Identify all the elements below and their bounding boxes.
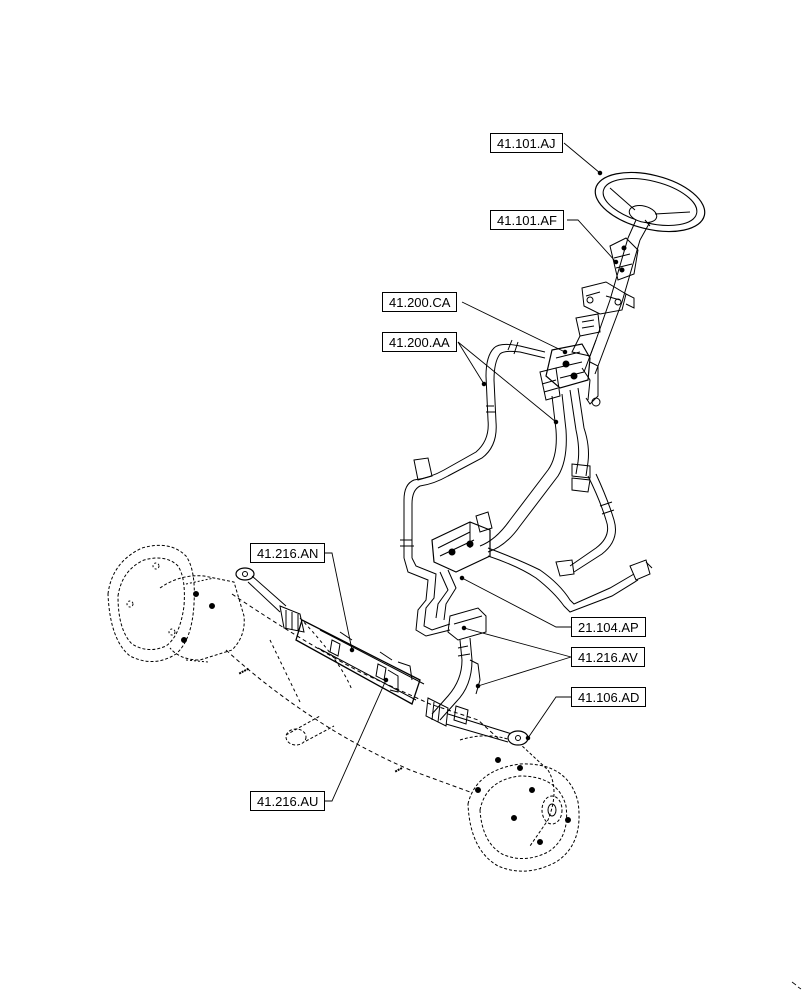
- steering-cylinder: [235, 567, 529, 746]
- hydraulic-hoses: [400, 339, 653, 721]
- callout-41-200-ca[interactable]: 41.200.CA: [382, 292, 458, 312]
- steering-wheel-icon: [594, 171, 706, 241]
- callout-41-216-av[interactable]: 41.216.AV: [571, 647, 645, 667]
- steering-column: [539, 237, 641, 407]
- svg-text:▪▪▪: ▪▪▪: [393, 764, 405, 776]
- callout-41-101-af[interactable]: 41.101.AF: [490, 210, 564, 230]
- svg-text:▪▪▪▪: ▪▪▪▪: [237, 664, 251, 677]
- callout-41-200-aa[interactable]: 41.200.AA: [382, 332, 457, 352]
- callout-41-216-au[interactable]: 41.216.AU: [250, 791, 326, 811]
- callout-41-216-an[interactable]: 41.216.AN: [250, 543, 326, 563]
- callout-41-106-ad[interactable]: 41.106.AD: [571, 687, 647, 707]
- front-axle-icon: ▪▪▪▪ ▪▪▪: [107, 544, 580, 872]
- callout-41-101-aj[interactable]: 41.101.AJ: [490, 133, 563, 153]
- callout-21-104-ap[interactable]: 21.104.AP: [571, 617, 646, 637]
